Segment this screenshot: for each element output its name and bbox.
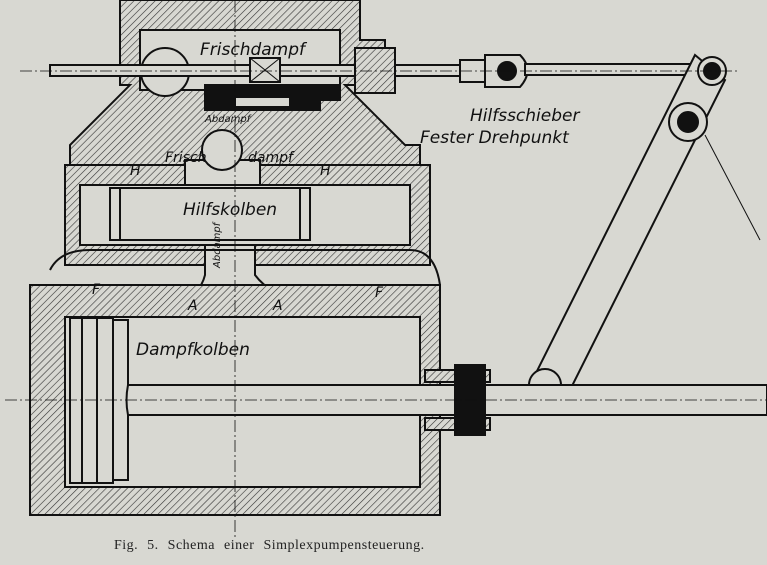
label-hilfsschieber: Hilfsschieber	[470, 106, 580, 126]
label-f-left: F	[92, 282, 101, 298]
label-f-right: F	[375, 285, 384, 301]
dampfkolben-piston	[69, 317, 83, 484]
hilfskolben-piston	[109, 187, 311, 241]
valve-stuffing-box	[354, 47, 396, 94]
label-abdampf-top: Abdampf	[205, 114, 251, 125]
figure-caption: Fig. 5. Schema einer Simplexpumpensteuer…	[114, 538, 425, 553]
label-h-right: H	[320, 163, 331, 179]
label-fester-drehpunkt: Fester Drehpunkt	[420, 128, 569, 148]
label-dampf: dampf	[248, 150, 293, 166]
label-abdampf-mid: Abdampf	[212, 222, 223, 268]
label-frischdampf: Frischdampf	[200, 40, 306, 60]
label-a-right: A	[273, 298, 283, 314]
label-hilfskolben: Hilfskolben	[183, 200, 278, 220]
label-frisch: Frisch	[165, 150, 207, 166]
label-h-left: H	[130, 163, 141, 179]
label-dampfkolben: Dampfkolben	[136, 340, 250, 360]
label-a-left: A	[188, 298, 198, 314]
